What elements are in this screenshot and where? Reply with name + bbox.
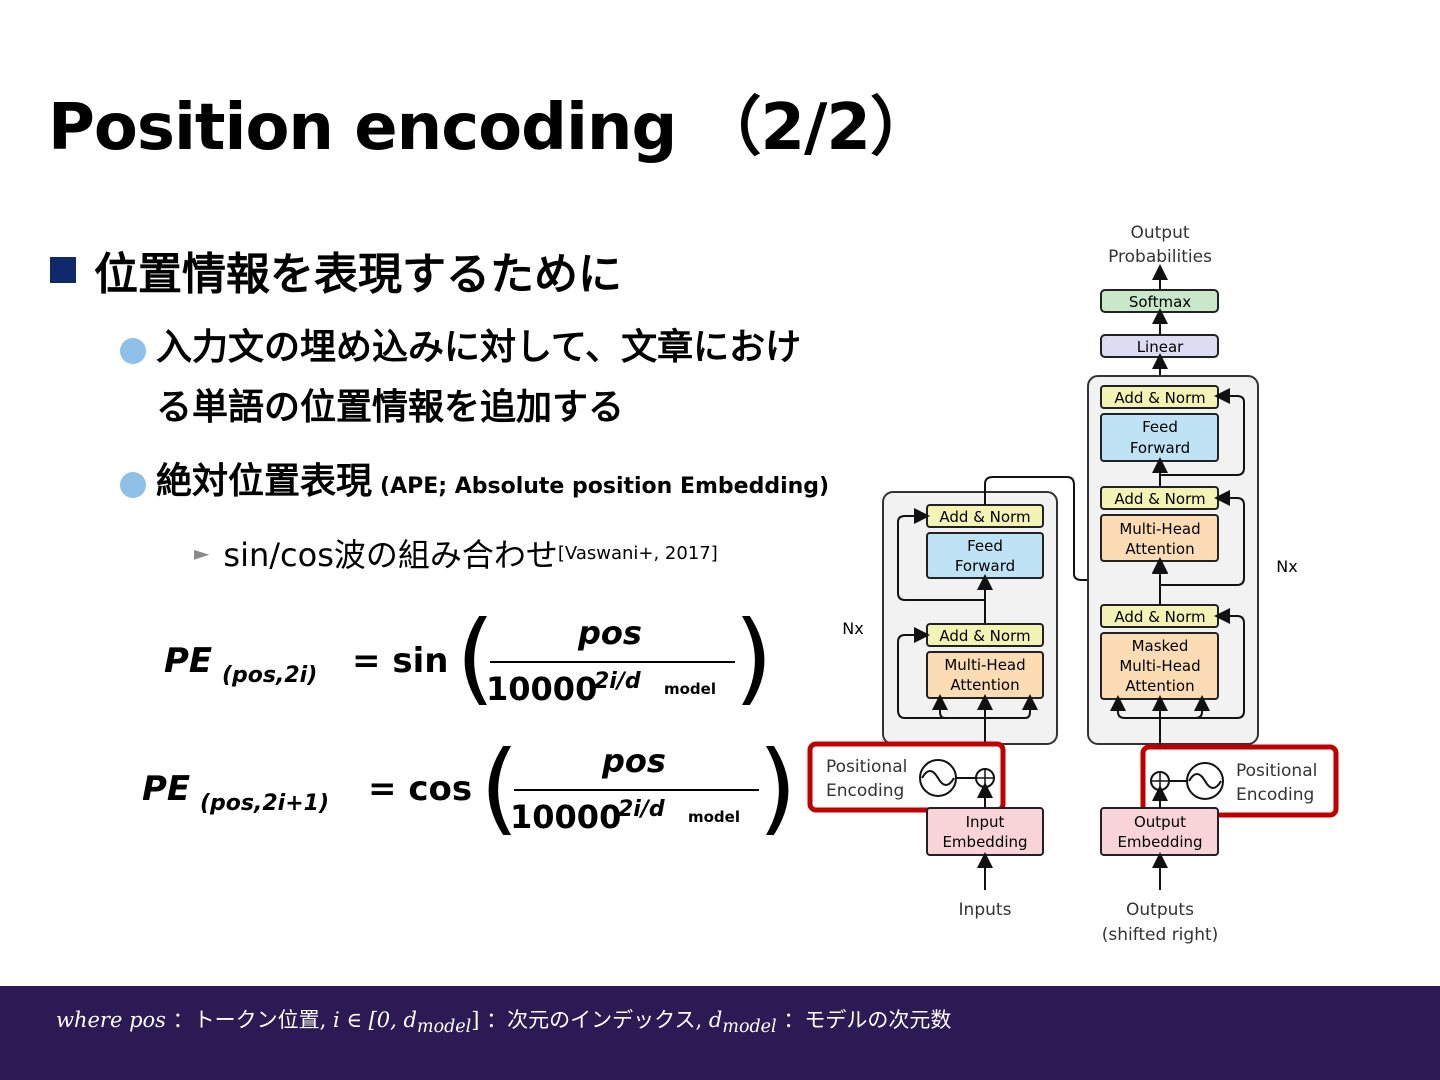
dec-add-norm-1-label: Add & Norm bbox=[1114, 608, 1205, 626]
bullet2-line2: る単語の位置情報を追加する bbox=[156, 387, 625, 428]
footer-text-2: ：次元のインデックス, bbox=[486, 1008, 703, 1032]
eq2-sub: (pos,2i+1) bbox=[200, 791, 329, 816]
eq2-rparen: ) bbox=[758, 738, 797, 846]
equation-cos: PE (pos,2i+1) = cos ( pos 10000 2i/d mod… bbox=[142, 738, 797, 846]
eq2-func: = cos bbox=[368, 769, 472, 809]
input-emb-label-2: Embedding bbox=[942, 833, 1027, 851]
circle-bullet-icon bbox=[120, 472, 146, 498]
eq2-lhs: PE bbox=[142, 769, 190, 809]
footer-bar bbox=[0, 986, 1440, 1080]
output-probs-label-1: Output bbox=[1130, 223, 1189, 243]
eq1-lparen: ( bbox=[456, 610, 495, 715]
footer-note: where pos ：トークン位置, i ∈ [0, dmodel] ：次元のイ… bbox=[56, 1004, 951, 1037]
outputs-label-1: Outputs bbox=[1126, 900, 1194, 920]
sub-bullet-text: sin/cos波の組み合わせ bbox=[223, 536, 558, 574]
enc-add-norm-2-label: Add & Norm bbox=[939, 508, 1030, 526]
dec-pos-label-1: Positional bbox=[1236, 761, 1317, 781]
bullet-level2-first: 入力文の埋め込みに対して、文章におけ る単語の位置情報を追加する bbox=[120, 327, 896, 438]
enc-mha-label-1: Multi-Head bbox=[944, 656, 1025, 674]
footer-text-1: ：トークン位置, bbox=[172, 1008, 327, 1032]
transformer-diagram: Output Probabilities Softmax Linear Nx A… bbox=[807, 223, 1339, 945]
eq1-lhs: PE bbox=[164, 641, 212, 681]
footer-where-pos: where pos bbox=[56, 1008, 166, 1032]
eq1-denom-exp-sub: model bbox=[664, 680, 716, 698]
eq1-sub: (pos,2i) bbox=[222, 663, 317, 688]
eq1-fraction-bar bbox=[490, 661, 735, 663]
bullet3-main: 絶対位置表現 bbox=[156, 461, 373, 502]
eq2-denom-base: 10000 bbox=[510, 798, 621, 836]
dec-mmha-label-1: Multi-Head bbox=[1119, 657, 1200, 675]
enc-mha-label-2: Attention bbox=[950, 676, 1019, 694]
dec-mha-label-1: Multi-Head bbox=[1119, 520, 1200, 538]
bullet3-small: (APE; Absolute position Embedding) bbox=[380, 474, 830, 499]
bullet1-text: 位置情報を表現するために bbox=[94, 249, 622, 300]
footer-i-range-sub: model bbox=[416, 1017, 472, 1038]
footer-dmodel-sub: model bbox=[722, 1017, 777, 1038]
eq1-denom-base: 10000 bbox=[486, 670, 597, 708]
triangle-bullet-icon: ► bbox=[194, 541, 210, 565]
softmax-label: Softmax bbox=[1129, 293, 1191, 311]
enc-ff-label-1: Feed bbox=[967, 537, 1003, 555]
dec-pos-label-2: Encoding bbox=[1236, 785, 1314, 805]
eq2-numerator: pos bbox=[601, 742, 666, 780]
footer-i-range-close: ] bbox=[471, 1008, 480, 1032]
enc-positional-highlight bbox=[807, 741, 1006, 813]
footer-dmodel: d bbox=[708, 1008, 723, 1032]
bullet-level1: 位置情報を表現するために bbox=[50, 238, 622, 302]
dec-ff-label-2: Forward bbox=[1130, 439, 1190, 457]
eq1-rparen: ) bbox=[734, 610, 770, 715]
footer-text-3: ：モデルの次元数 bbox=[783, 1008, 952, 1032]
enc-add-norm-1-label: Add & Norm bbox=[939, 627, 1030, 645]
eq2-fraction-bar bbox=[514, 789, 759, 791]
dec-add-norm-2-label: Add & Norm bbox=[1114, 490, 1205, 508]
dec-sine-wave-icon bbox=[1186, 762, 1224, 800]
square-bullet-icon bbox=[50, 257, 76, 283]
inputs-label: Inputs bbox=[959, 900, 1012, 920]
output-emb-label-1: Output bbox=[1134, 813, 1186, 831]
decoder-nx-label: Nx bbox=[1276, 557, 1297, 576]
footer-i-range: i ∈ [0, d bbox=[333, 1008, 417, 1032]
encoder-nx-label: Nx bbox=[842, 619, 863, 638]
dec-positional-highlight bbox=[1140, 744, 1339, 818]
circle-bullet-icon bbox=[120, 338, 146, 364]
enc-ff-label-2: Forward bbox=[955, 557, 1015, 575]
bullet2-line1: 入力文の埋め込みに対して、文章におけ bbox=[156, 327, 802, 368]
bullet-level2-second: 絶対位置表現 (APE; Absolute position Embedding) bbox=[120, 461, 896, 517]
linear-label: Linear bbox=[1137, 338, 1184, 356]
eq2-lparen: ( bbox=[480, 738, 519, 846]
equation-sin: PE (pos,2i) = sin ( pos 10000 2i/d model… bbox=[164, 610, 770, 715]
dec-ff-label-1: Feed bbox=[1142, 418, 1178, 436]
dec-add-norm-3-label: Add & Norm bbox=[1114, 389, 1205, 407]
enc-pos-label-1: Positional bbox=[826, 757, 907, 777]
eq2-denom-exp: 2i/d bbox=[618, 797, 665, 822]
input-emb-label-1: Input bbox=[966, 813, 1005, 831]
dec-mmha-label-2: Attention bbox=[1125, 677, 1194, 695]
citation: [Vaswani+, 2017] bbox=[557, 542, 718, 564]
output-probs-label-2: Probabilities bbox=[1108, 247, 1212, 267]
eq1-denom-exp: 2i/d bbox=[594, 669, 641, 694]
eq2-denom-exp-sub: model bbox=[688, 808, 740, 826]
enc-pos-label-2: Encoding bbox=[826, 781, 904, 801]
eq1-numerator: pos bbox=[577, 614, 642, 652]
slide-title: Position encoding （2/2） bbox=[48, 91, 934, 165]
dec-mha-label-2: Attention bbox=[1125, 540, 1194, 558]
output-emb-label-2: Embedding bbox=[1117, 833, 1202, 851]
outputs-label-2: (shifted right) bbox=[1102, 925, 1219, 945]
bullet-level3: ► sin/cos波の組み合わせ[Vaswani+, 2017] bbox=[194, 530, 718, 576]
dec-masked-label: Masked bbox=[1132, 637, 1189, 655]
eq1-func: = sin bbox=[352, 641, 448, 681]
